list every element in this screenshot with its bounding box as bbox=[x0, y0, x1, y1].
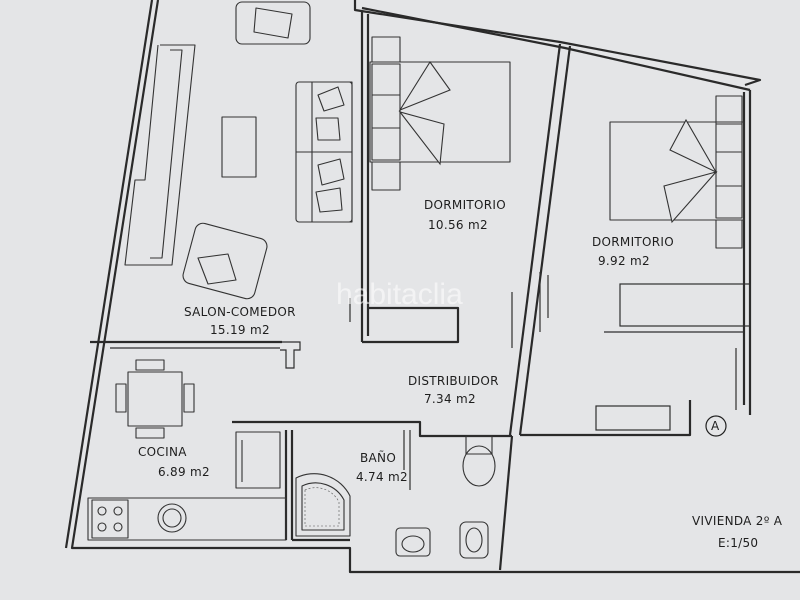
room-label-cocina: COCINA bbox=[138, 445, 187, 459]
bathroom-fixtures bbox=[295, 435, 496, 559]
room-label-salon-comedor: SALON-COMEDOR bbox=[184, 305, 296, 319]
section-marker-circle bbox=[705, 415, 727, 437]
room-label-dormitorio-1: DORMITORIO bbox=[424, 198, 506, 212]
kitchen-furniture bbox=[87, 359, 287, 541]
armchair-top bbox=[235, 1, 311, 45]
room-label-dormitorio-2: DORMITORIO bbox=[592, 235, 674, 249]
section-marker-letter: A bbox=[711, 419, 720, 433]
room-area-bano: 4.74 m2 bbox=[356, 470, 408, 484]
watermark: habitaclia bbox=[336, 278, 463, 311]
room-area-distribuidor: 7.34 m2 bbox=[424, 392, 476, 406]
scale-label: E:1/50 bbox=[718, 536, 758, 550]
interior-walls bbox=[90, 12, 751, 571]
room-area-cocina: 6.89 m2 bbox=[158, 465, 210, 479]
room-area-dormitorio-1: 10.56 m2 bbox=[428, 218, 488, 232]
armchair bbox=[182, 222, 268, 300]
bedroom-1-furniture bbox=[369, 36, 511, 191]
room-area-salon-comedor: 15.19 m2 bbox=[210, 323, 270, 337]
sofa bbox=[295, 81, 353, 223]
room-label-distribuidor: DISTRIBUIDOR bbox=[408, 374, 499, 388]
room-area-dormitorio-2: 9.92 m2 bbox=[598, 254, 650, 268]
unit-title: VIVIENDA 2º A bbox=[692, 514, 783, 528]
room-label-bano: BAÑO bbox=[360, 450, 396, 465]
living-room-furniture bbox=[124, 1, 353, 300]
bedroom-2-furniture bbox=[609, 95, 745, 249]
